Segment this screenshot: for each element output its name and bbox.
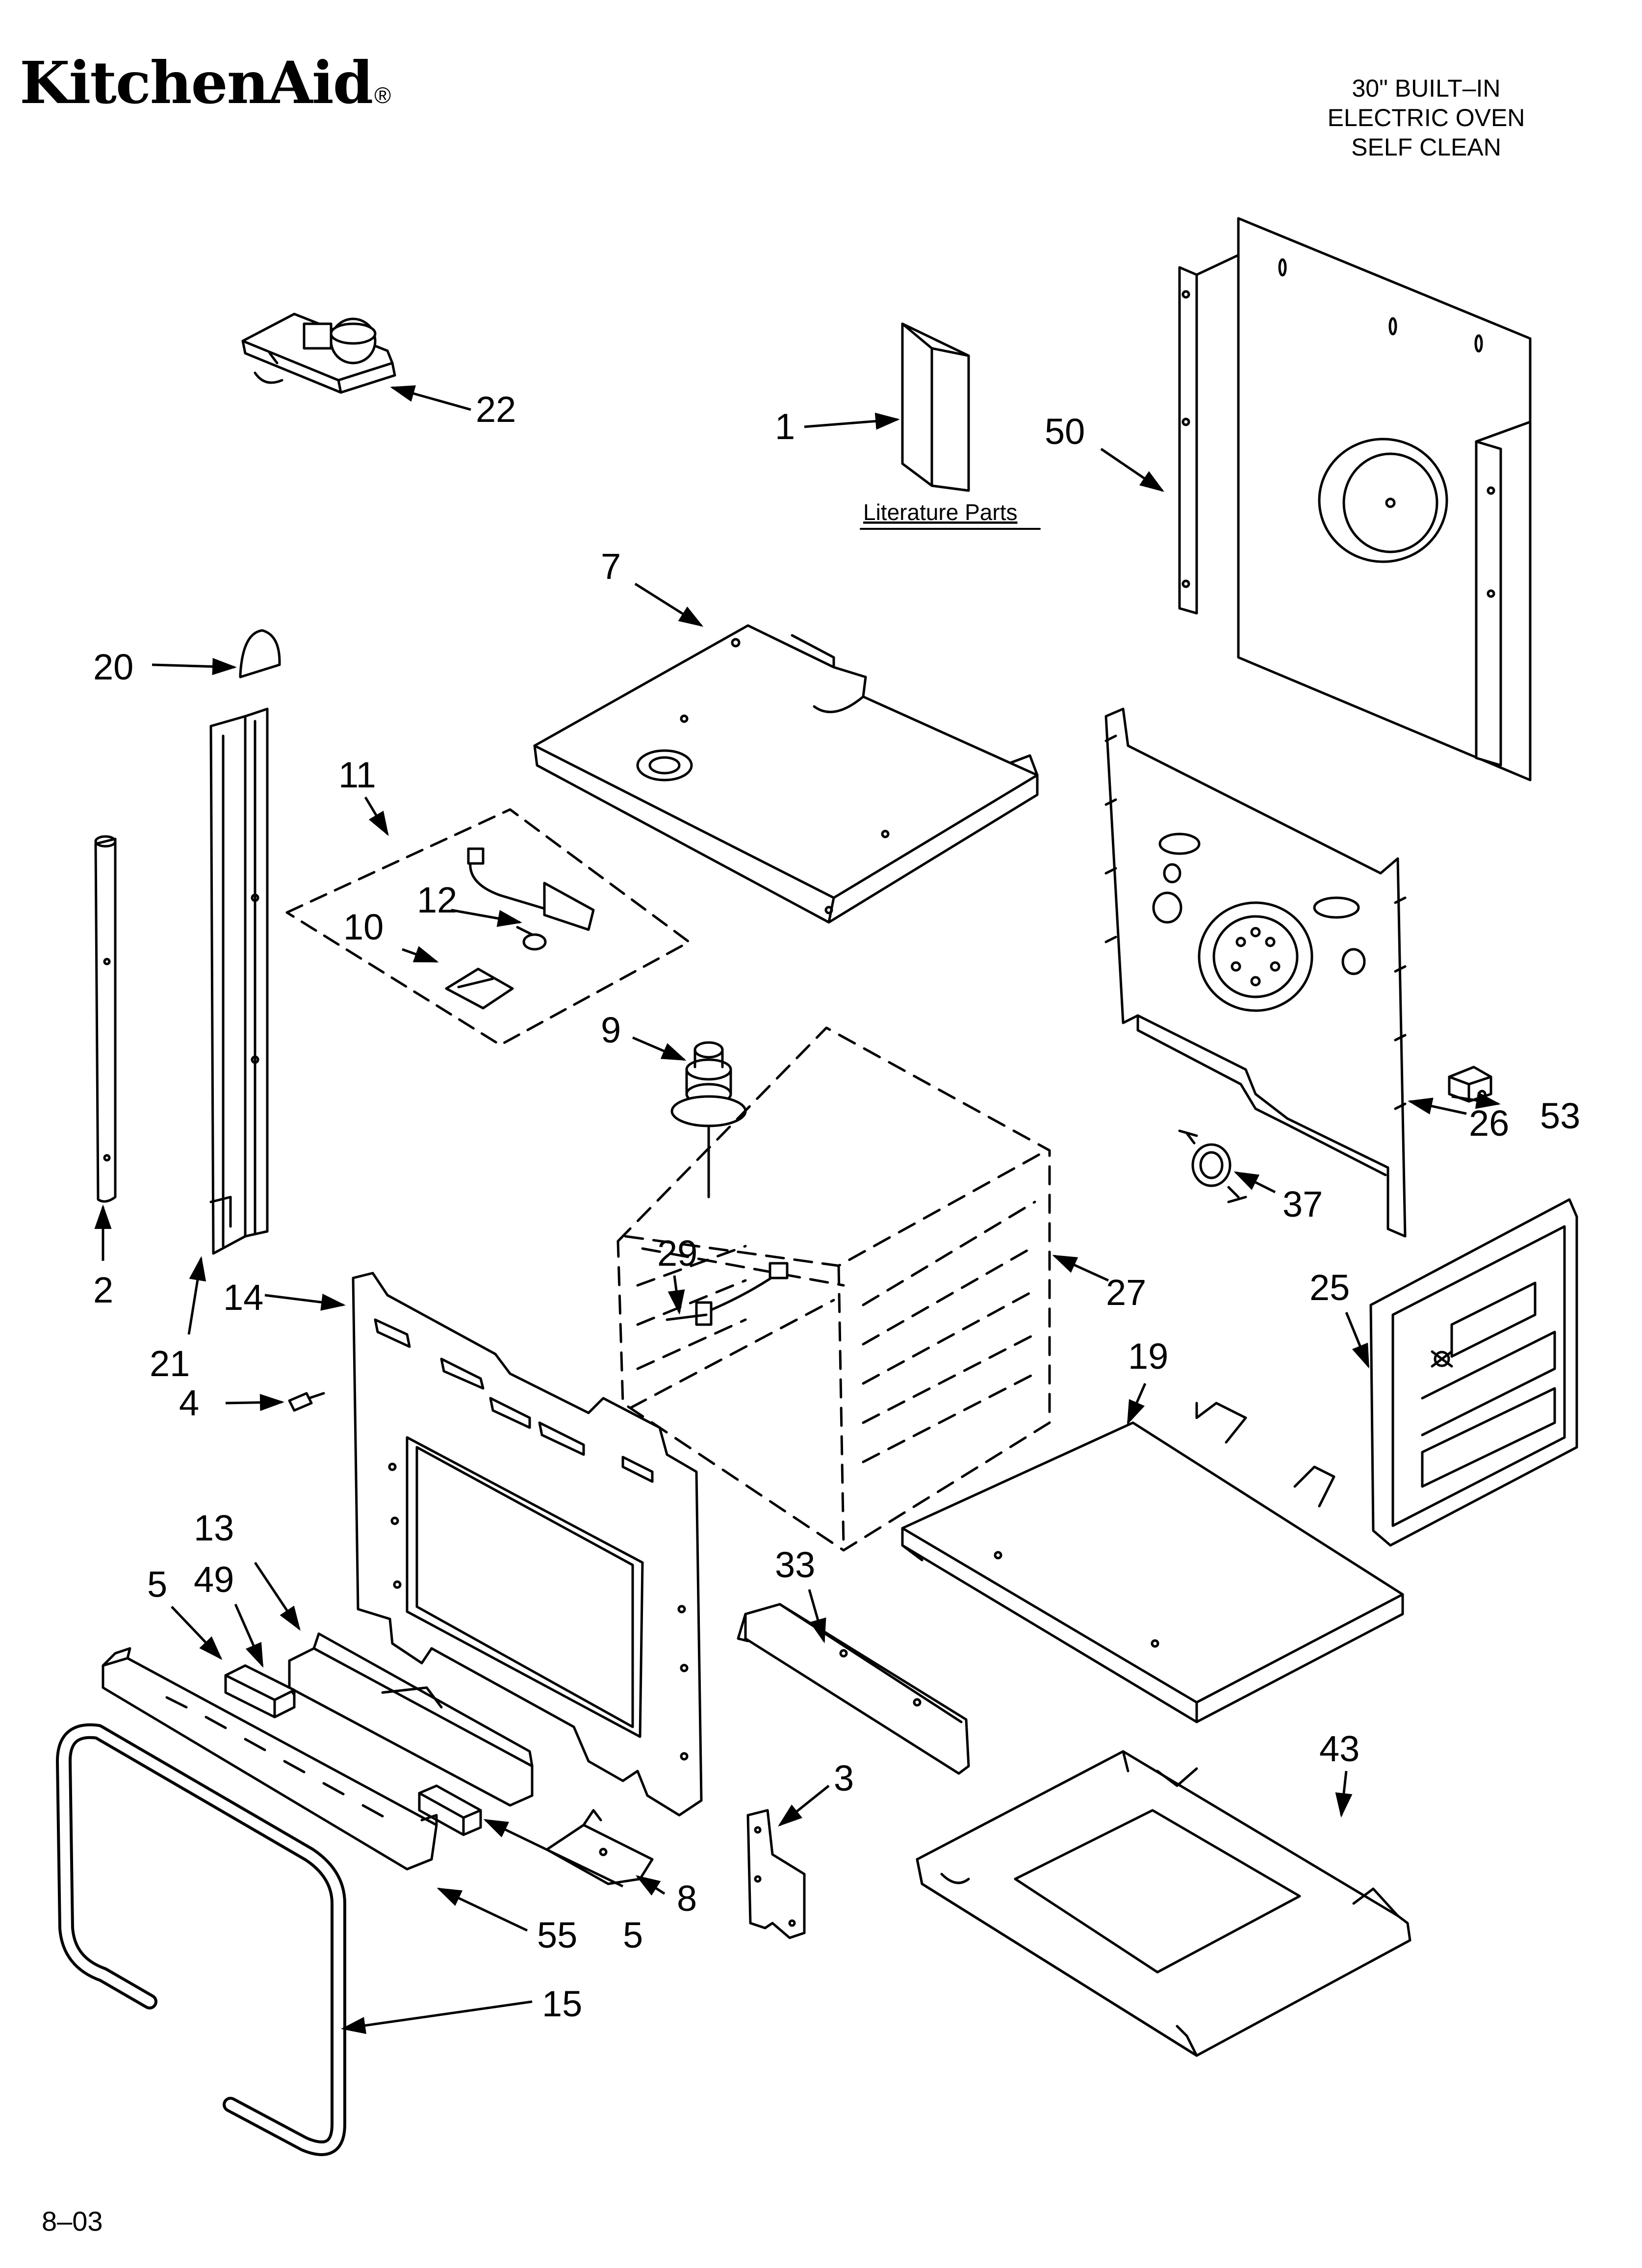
callout-27: 27	[1106, 1272, 1146, 1313]
callout-14: 14	[223, 1277, 263, 1318]
callout-50: 50	[1045, 411, 1085, 452]
callout-29: 29	[657, 1233, 697, 1274]
callout-53: 53	[1540, 1095, 1580, 1136]
part-7-top-panel	[533, 624, 1039, 924]
callout-5-upper: 5	[147, 1564, 167, 1605]
callout-20: 20	[93, 647, 133, 687]
part-14-front-frame	[352, 1272, 703, 1817]
callout-5-lower: 5	[623, 1915, 643, 1955]
part-33-support-channel	[737, 1603, 970, 1775]
callout-9: 9	[601, 1010, 621, 1050]
model-line-2: ELECTRIC OVEN	[1327, 104, 1525, 131]
part-26-rear-wall	[1104, 707, 1407, 1238]
part-8-clip	[545, 1809, 654, 1885]
brand-name: KitchenAid	[20, 49, 373, 117]
callout-19: 19	[1128, 1336, 1168, 1377]
part-5-spacer-lower	[418, 1784, 482, 1836]
callout-8: 8	[677, 1878, 697, 1919]
callout-33: 33	[775, 1544, 815, 1585]
part-11-light-kit	[285, 808, 691, 1046]
callout-13: 13	[194, 1508, 234, 1548]
part-20-end-cap	[239, 629, 281, 678]
part-21-side-trim	[209, 707, 269, 1255]
part-37-fan-plate	[1178, 1129, 1247, 1203]
model-line-3: SELF CLEAN	[1351, 133, 1501, 161]
callout-7: 7	[601, 546, 621, 587]
callout-3: 3	[834, 1758, 854, 1799]
callout-55: 55	[537, 1915, 577, 1955]
callout-12: 12	[417, 880, 457, 920]
part-22-control-assembly	[241, 313, 396, 394]
callout-11: 11	[338, 755, 376, 795]
callout-22: 22	[476, 389, 516, 430]
document-date-code: 8–03	[42, 2206, 103, 2237]
part-29-element-wire	[666, 1262, 789, 1326]
part-27-oven-cavity	[616, 1026, 1051, 1552]
part-9-thermostat	[670, 1041, 747, 1199]
part-43-lower-frame	[916, 1750, 1411, 2057]
part-5-spacer-upper	[224, 1664, 296, 1719]
callout-2: 2	[93, 1270, 113, 1310]
callout-25: 25	[1309, 1267, 1350, 1308]
model-line-1: 30" BUILT–IN	[1352, 75, 1501, 102]
part-1-literature	[860, 322, 1041, 530]
part-4-screw	[288, 1392, 325, 1412]
callout-21: 21	[150, 1343, 190, 1384]
callout-26: 26	[1469, 1103, 1509, 1144]
registered-mark: ®	[374, 82, 391, 108]
part-19-bottom-cover	[901, 1402, 1404, 1723]
callout-10: 10	[343, 907, 384, 947]
model-description: 30" BUILT–IN ELECTRIC OVEN SELF CLEAN	[1255, 74, 1598, 162]
callout-1: 1	[775, 406, 795, 447]
brand-logo: KitchenAid®	[20, 54, 391, 112]
part-50-rear-panel	[1178, 217, 1532, 782]
part-3-bracket	[746, 1809, 806, 1939]
callout-15: 15	[542, 1983, 582, 2024]
leader-lines	[94, 385, 1501, 2034]
part-55-vent-trim	[102, 1647, 438, 1871]
callout-49: 49	[194, 1559, 234, 1600]
callout-43: 43	[1319, 1728, 1360, 1769]
part-2-trim-strip	[94, 835, 117, 1203]
part-25-side-panel	[1369, 1198, 1578, 1547]
callout-labels: 22 1 50 7 20 11 12 10 9 2 21 14 4 29 27 …	[93, 389, 1580, 2024]
callout-4: 4	[179, 1382, 199, 1423]
callout-37: 37	[1283, 1184, 1323, 1225]
literature-parts-label: Literature Parts	[863, 499, 1017, 525]
part-15-gasket	[56, 1723, 346, 2156]
